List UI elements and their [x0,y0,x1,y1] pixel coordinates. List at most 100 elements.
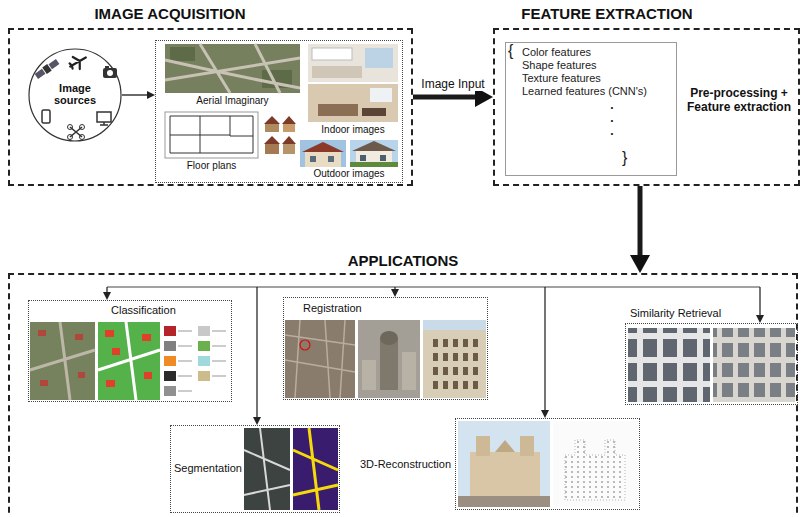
reconstruction-images [520,436,534,456]
panel-title: Similarity Retrieval [630,307,740,320]
registration-images [423,320,486,330]
panel-title: Segmentation [174,462,244,475]
classification-images [78,372,85,378]
connector-arrow [122,94,149,95]
classification-images [178,331,226,391]
ellipsis-dot: . [607,125,617,137]
reconstruction-panel: 3D-Reconstruction [455,418,640,510]
panel-title: 3D-Reconstruction [355,458,451,471]
floor-plan-image [283,144,295,154]
classification-images [112,348,120,355]
registration-images [428,334,481,394]
feature-list-box: {Color featuresShape featuresTexture fea… [505,42,677,176]
section-title: IMAGE ACQUISITION [60,5,280,23]
floor-plan-image [265,124,279,132]
classification-images [198,341,210,351]
feature-item: Shape features [522,59,672,72]
connector-arrow [106,287,107,294]
indoor-images [362,108,386,116]
panel-title: Classification [111,304,191,317]
classification-images [164,341,176,351]
aerial-image [170,47,195,61]
classification-images [75,334,83,340]
aerial-image [165,44,300,93]
outdoor-images [300,140,346,167]
floor-plan-image [264,116,296,144]
source-label: Image sources [48,82,102,106]
classification-images [40,380,48,386]
segmentation-panel: Segmentation [170,425,340,513]
segmentation-images [244,428,290,510]
image-caption: Aerial Imaginary [165,95,300,107]
outdoor-images [302,142,344,152]
connector-arrow [394,287,395,291]
similarity-images [713,328,795,402]
connector-arrow [256,287,257,419]
outdoor-images [305,152,341,167]
reconstruction-images [495,440,515,452]
source-circle: Image sources [28,48,122,142]
classification-images [198,326,210,336]
feature-panel: FEATURE EXTRACTIONPre-processing + Featu… [493,28,800,186]
indoor-images [312,48,352,60]
classification-images [164,326,176,336]
source-icons [34,58,60,79]
registration-images [285,320,355,398]
ellipsis-dot: . [607,112,617,124]
registration-images [362,360,376,390]
indoor-images [308,44,398,122]
branch-bar [107,286,760,287]
classification-images [164,386,176,396]
section-title: APPLICATIONS [300,252,506,270]
floor-plan-image [170,116,253,153]
classification-images [98,322,160,400]
similarity-images [628,328,710,402]
source-icons [68,125,73,130]
ellipsis-dot: . [607,99,617,111]
outdoor-images [360,155,366,161]
brace: } [622,150,632,166]
registration-images [300,340,310,350]
source-icons [67,51,90,72]
classification-images [198,371,210,381]
connector-arrow [544,287,545,412]
outdoor-images [310,156,316,162]
connector-arrow [413,95,477,100]
outdoor-images [300,140,398,167]
segmentation-images [244,428,338,510]
reconstruction-images [470,452,540,500]
segmentation-images [293,428,338,510]
registration-panel: Registration [283,297,488,400]
indoor-images [370,88,392,102]
classification-images [164,356,176,366]
indoor-images [312,66,362,78]
classification-images [30,322,95,400]
classification-images [106,380,115,387]
registration-images [285,320,355,398]
floor-plan-image [283,124,295,132]
registration-images [423,320,486,398]
acquisition-panel: IMAGE ACQUISITIONImage sourcesAerial Ima… [8,28,413,186]
outdoor-images [350,140,398,167]
feature-item: Color features [522,46,672,59]
source-icons [42,110,50,123]
reconstruction-images [458,421,638,507]
outdoor-images [380,155,386,161]
source-icons [105,66,109,68]
classification-images [30,322,226,400]
connector-arrow [638,186,643,257]
indoor-images [318,104,358,116]
classification-images [164,371,176,381]
source-icons [34,51,117,139]
source-icons [107,70,113,76]
reconstruction-images [458,421,550,507]
reconstruction-images [458,496,550,507]
applications-panel: APPLICATIONSClassificationRegistrationSi… [8,273,798,517]
source-icons [68,135,73,140]
aerial-image [165,44,300,93]
outdoor-images [328,156,334,162]
connector-arrow [759,287,760,317]
panel-title: Registration [303,302,373,315]
classification-images [144,372,152,379]
